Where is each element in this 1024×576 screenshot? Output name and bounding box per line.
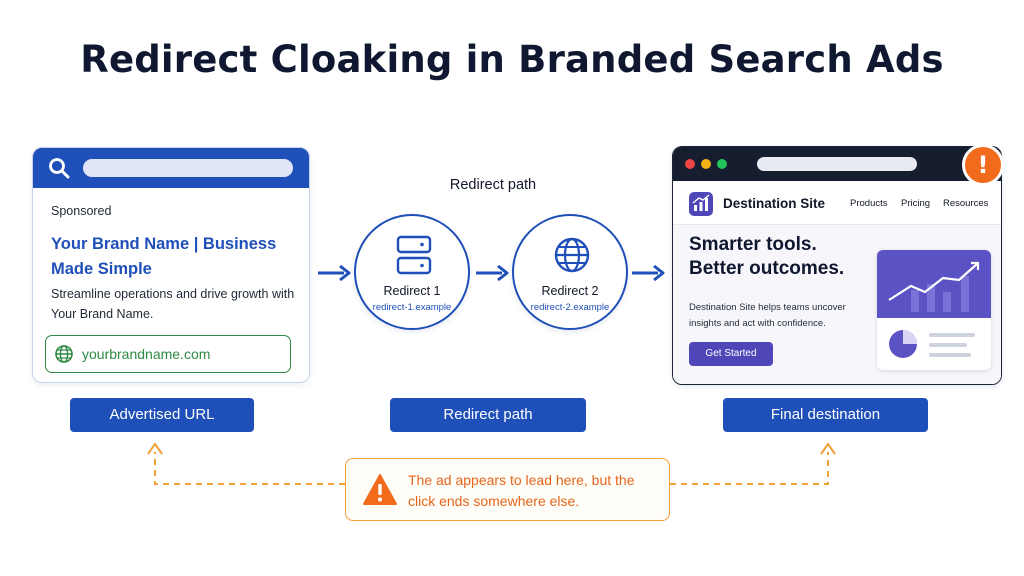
close-dot-icon[interactable] — [685, 159, 695, 169]
server-icon — [396, 235, 432, 275]
diagram-title: Redirect Cloaking in Branded Search Ads — [80, 38, 944, 81]
minimize-dot-icon[interactable] — [701, 159, 711, 169]
site-navbar: Destination Site Products Pricing Resour… — [673, 181, 1001, 225]
redirect-host: redirect-1.example — [372, 302, 452, 313]
get-started-button[interactable]: Get Started — [689, 342, 773, 366]
redirect-path-label: Redirect path — [390, 398, 586, 432]
chart-growth-icon — [877, 250, 991, 358]
redirect-node-2: Redirect 2 redirect-2.example — [512, 214, 628, 330]
arrow-right-icon — [476, 264, 509, 282]
site-logo-icon — [689, 192, 713, 216]
search-ad-card: Sponsored Your Brand Name | Business Mad… — [32, 147, 310, 383]
arrow-right-icon — [318, 264, 351, 282]
ad-display-url[interactable]: yourbrandname.com — [45, 335, 291, 373]
warning-callout: The ad appears to lead here, but the cli… — [345, 458, 670, 521]
hero-headline: Smarter tools. Better outcomes. — [689, 234, 845, 279]
redirect-node-1: Redirect 1 redirect-1.example — [354, 214, 470, 330]
hero-copy: Destination Site helps teams uncover ins… — [689, 302, 846, 329]
search-bar — [33, 148, 309, 188]
arrow-right-icon — [632, 264, 665, 282]
search-input[interactable] — [83, 159, 293, 177]
nav-link-pricing[interactable]: Pricing — [901, 198, 931, 209]
destination-browser-window: Destination Site Products Pricing Resour… — [672, 146, 1002, 385]
site-hero: Smarter tools. Better outcomes. Destinat… — [673, 225, 1001, 384]
redirect-name: Redirect 1 — [383, 284, 441, 298]
alert-icon: ! — [962, 144, 1004, 186]
warning-text: The ad appears to lead here, but the cli… — [408, 472, 635, 509]
nav-link-products[interactable]: Products — [850, 198, 888, 209]
site-name: Destination Site — [723, 196, 826, 211]
redirect-path-heading: Redirect path — [449, 177, 537, 193]
ad-description: Streamline operations and drive growth w… — [51, 287, 295, 321]
address-bar[interactable] — [757, 157, 917, 171]
advertised-url-label: Advertised URL — [70, 398, 254, 432]
globe-icon — [554, 237, 590, 273]
sponsored-label: Sponsored — [51, 204, 112, 218]
final-destination-label: Final destination — [723, 398, 928, 432]
warning-triangle-icon — [363, 474, 397, 505]
analytics-illustration — [877, 250, 991, 370]
globe-icon — [55, 345, 73, 363]
redirect-host: redirect-2.example — [530, 302, 610, 313]
maximize-dot-icon[interactable] — [717, 159, 727, 169]
ad-url-text: yourbrandname.com — [82, 346, 211, 362]
ad-title-link[interactable]: Your Brand Name | Business Made Simple — [51, 235, 277, 278]
redirect-name: Redirect 2 — [541, 284, 599, 298]
search-icon — [49, 158, 70, 179]
nav-link-resources[interactable]: Resources — [943, 198, 989, 209]
browser-titlebar — [673, 147, 1001, 181]
